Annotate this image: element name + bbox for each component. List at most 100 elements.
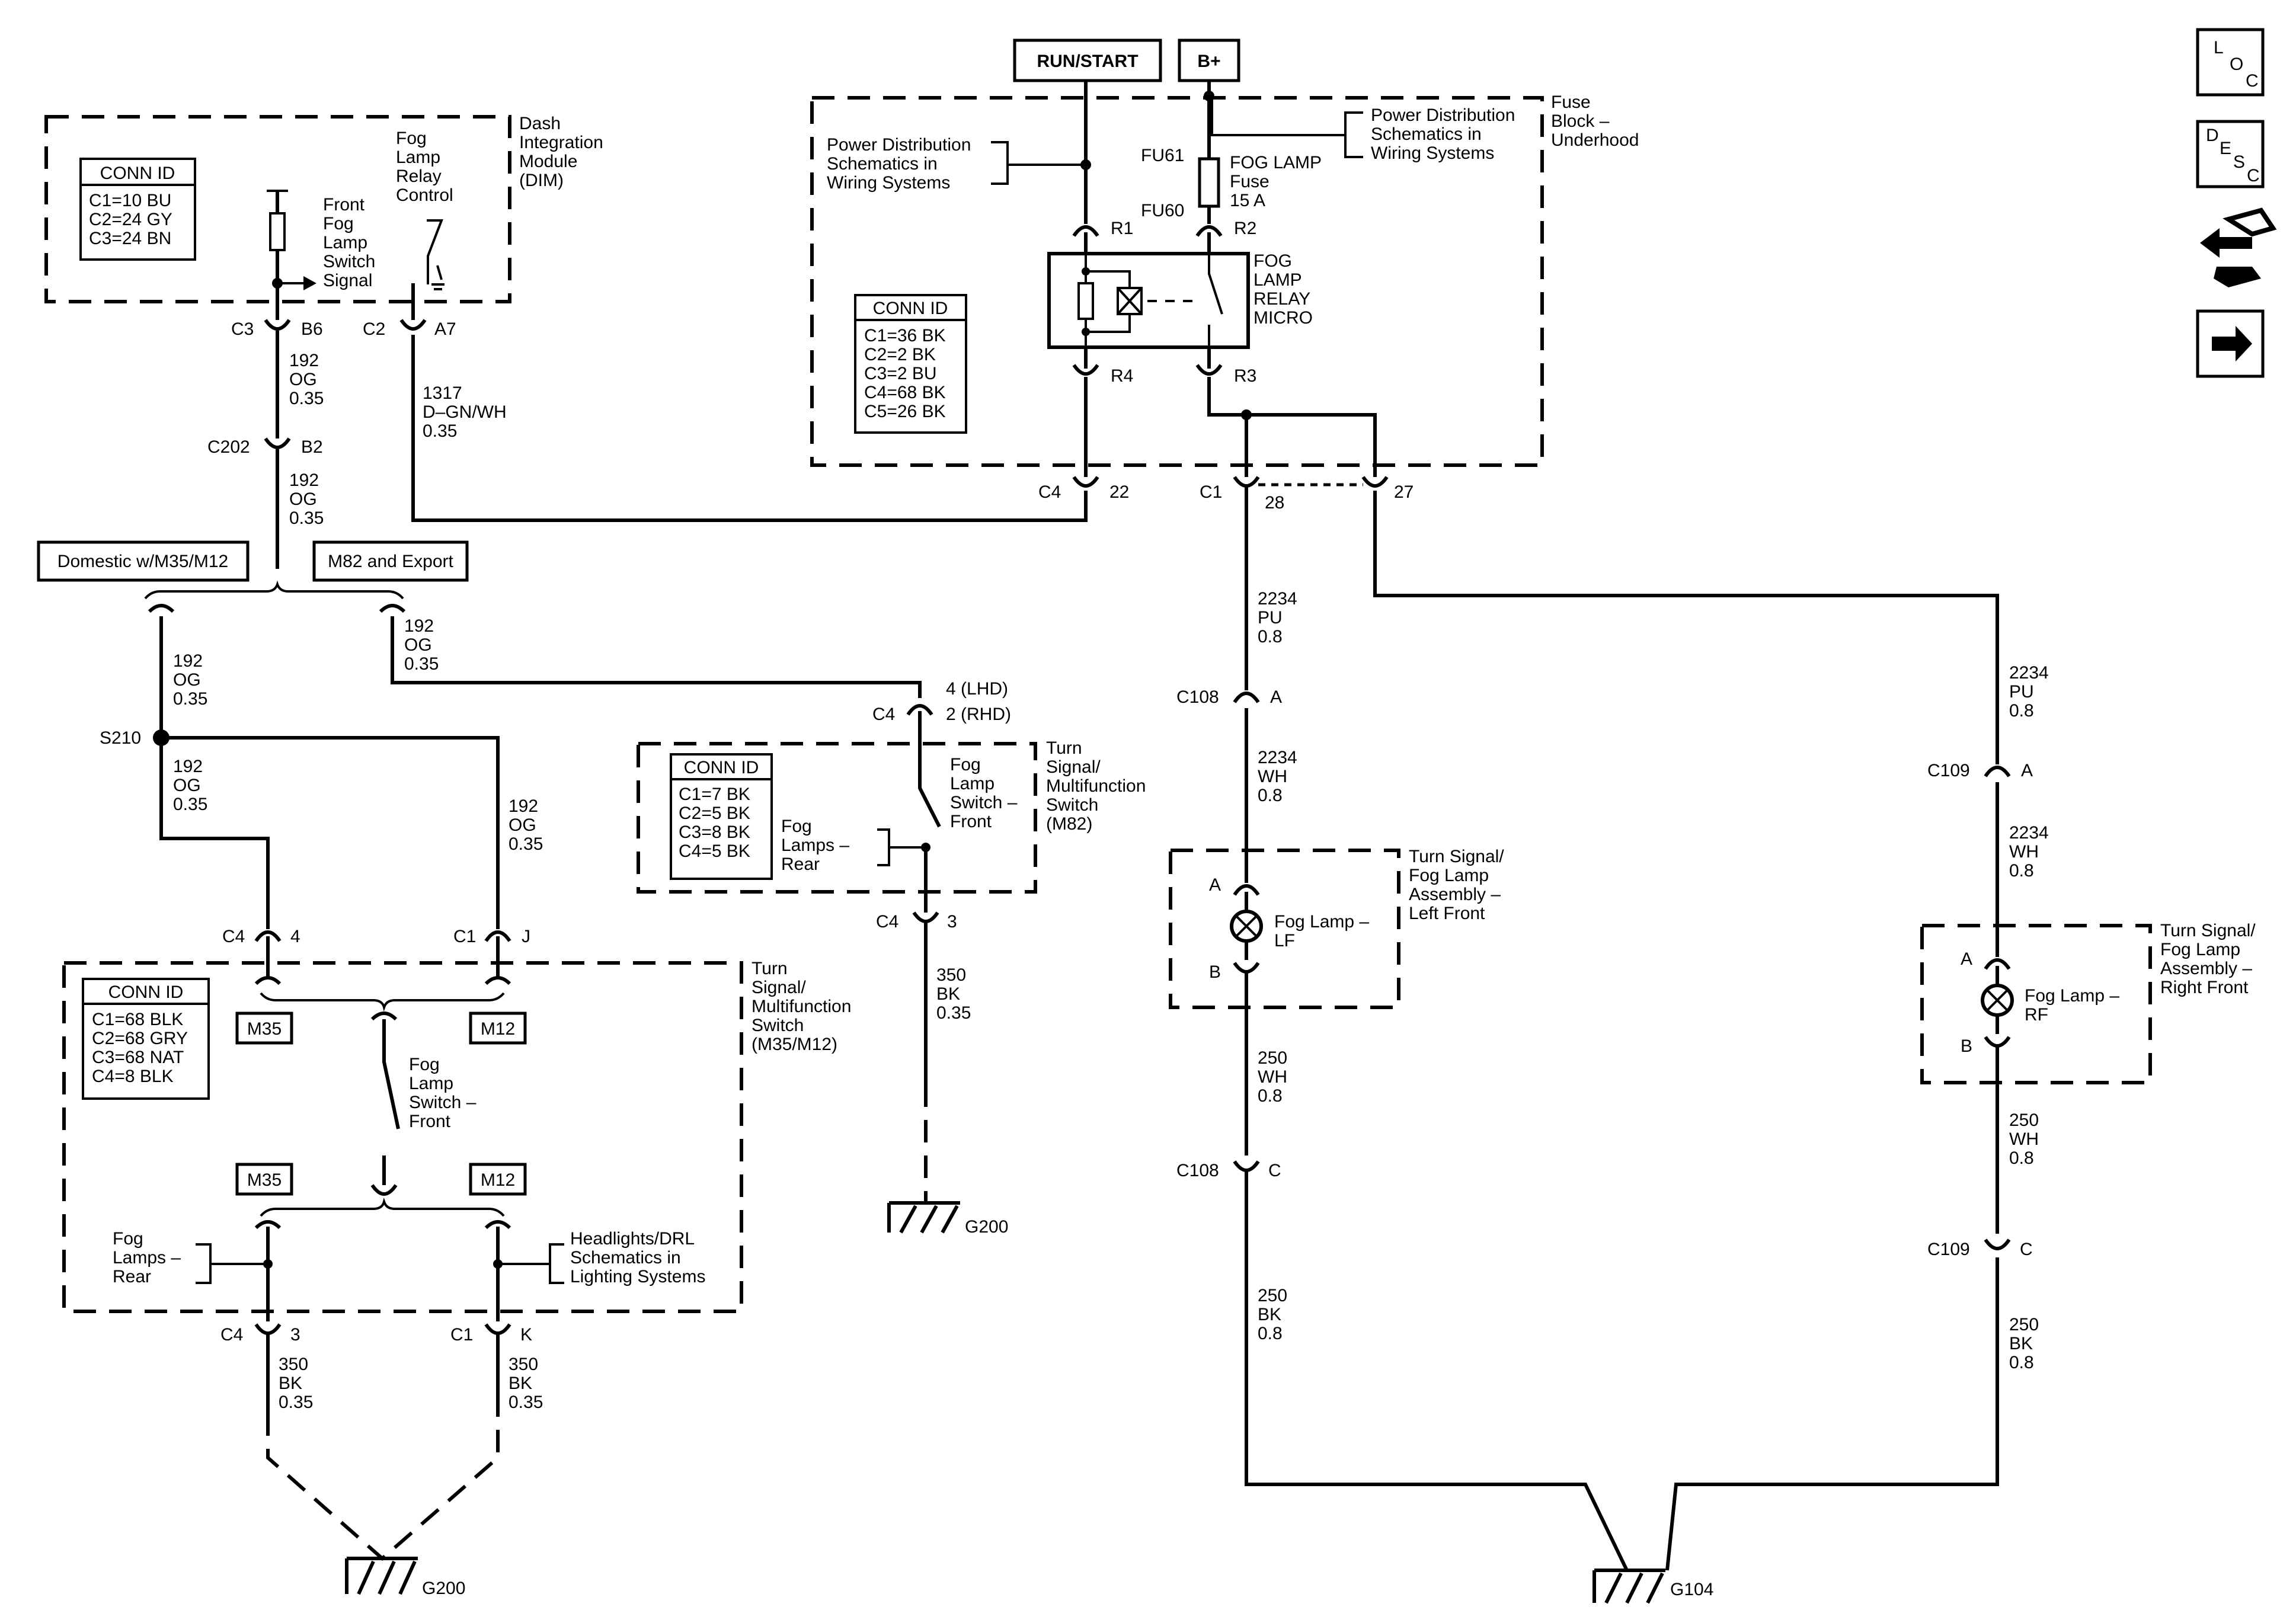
svg-text:Schematics in: Schematics in [1371, 124, 1482, 144]
svg-text:C: C [2246, 71, 2259, 91]
svg-text:BK: BK [936, 984, 960, 1004]
svg-text:4: 4 [290, 927, 300, 946]
b-plus-label: B+ [1197, 52, 1220, 71]
c1-28-connector [1233, 476, 1260, 488]
c4-4-connector [254, 930, 282, 942]
svg-text:Signal/: Signal/ [752, 978, 806, 997]
turn-signal-multifunction-switch-m82: Turn Signal/ Multifunction Switch (M82) … [637, 711, 1146, 913]
c109-a-connector [1984, 766, 2011, 777]
svg-text:BK: BK [2009, 1334, 2033, 1353]
svg-text:R1: R1 [1111, 219, 1133, 238]
svg-text:28: 28 [1265, 493, 1284, 513]
svg-text:192: 192 [289, 351, 319, 370]
fog-lamp-fuse [1198, 157, 1220, 208]
svg-text:G104: G104 [1670, 1580, 1713, 1599]
svg-text:Wiring Systems: Wiring Systems [827, 173, 950, 193]
svg-text:(M35/M12): (M35/M12) [752, 1035, 837, 1054]
desc-icon[interactable]: D E S C [2196, 120, 2265, 188]
svg-text:C109: C109 [1927, 1240, 1970, 1259]
svg-text:C5=26 BK: C5=26 BK [864, 402, 946, 421]
svg-text:C2=24 GY: C2=24 GY [89, 210, 172, 229]
svg-text:Power Distribution: Power Distribution [1371, 105, 1515, 125]
svg-text:M12: M12 [481, 1170, 515, 1190]
svg-text:Front: Front [323, 195, 365, 215]
svg-text:WH: WH [2009, 842, 2039, 862]
svg-text:D: D [2206, 126, 2219, 145]
r3-connector [1195, 364, 1223, 376]
svg-text:Fog: Fog [950, 755, 981, 774]
svg-text:C4=68 BK: C4=68 BK [864, 383, 946, 402]
svg-text:RF: RF [2025, 1005, 2048, 1025]
relay-output-wire [1207, 377, 1377, 477]
svg-text:0.35: 0.35 [509, 834, 543, 854]
svg-text:Fog Lamp –: Fog Lamp – [2025, 986, 2119, 1006]
svg-text:2234: 2234 [1258, 589, 1297, 609]
svg-text:C3=24 BN: C3=24 BN [89, 229, 171, 248]
svg-text:FU61: FU61 [1141, 146, 1184, 165]
svg-text:B: B [1961, 1036, 1972, 1056]
svg-text:Fuse: Fuse [1230, 172, 1269, 191]
ground-g200-bottom: G200 [345, 1557, 465, 1598]
diagnostic-icon[interactable] [2200, 207, 2277, 287]
svg-text:Fog: Fog [409, 1055, 440, 1074]
svg-text:RELAY: RELAY [1253, 289, 1310, 309]
svg-text:3: 3 [290, 1325, 300, 1345]
c2-a7-connector [399, 319, 427, 331]
svg-text:OG: OG [289, 489, 317, 509]
svg-text:FU60: FU60 [1141, 201, 1184, 220]
svg-text:27: 27 [1394, 482, 1414, 502]
turn-signal-multifunction-switch-m35-m12: Turn Signal/ Multifunction Switch (M35/M… [62, 936, 851, 1321]
svg-text:C: C [2020, 1240, 2033, 1259]
c1-k-connector [484, 1323, 511, 1335]
svg-text:M82 and Export: M82 and Export [328, 552, 453, 571]
svg-text:0.8: 0.8 [1258, 1324, 1283, 1343]
svg-text:Signal: Signal [323, 271, 372, 290]
svg-text:250: 250 [2009, 1110, 2039, 1130]
next-arrow-icon[interactable] [2196, 309, 2265, 378]
svg-text:Lamp: Lamp [409, 1074, 453, 1093]
svg-text:Multifunction: Multifunction [1046, 776, 1146, 796]
svg-text:C4: C4 [222, 927, 245, 946]
svg-text:C4: C4 [876, 912, 898, 932]
fog-lamp-relay-micro: FOG LAMP RELAY MICRO [1047, 251, 1313, 349]
svg-text:WH: WH [1258, 767, 1287, 786]
svg-text:0.35: 0.35 [404, 654, 439, 674]
svg-text:M35: M35 [247, 1019, 282, 1039]
svg-text:Block –: Block – [1551, 111, 1610, 131]
svg-text:E: E [2220, 139, 2231, 158]
power-distribution-ref-left[interactable]: Power Distribution Schematics in Wiring … [827, 135, 1086, 193]
svg-text:2234: 2234 [2009, 663, 2049, 683]
dash-integration-module: Dash Integration Module (DIM) CONN ID C1… [44, 114, 603, 320]
svg-text:PU: PU [1258, 608, 1283, 628]
c4-22-connector [1072, 476, 1099, 488]
loc-icon[interactable]: L O C [2196, 28, 2265, 97]
svg-text:0.8: 0.8 [2009, 861, 2034, 881]
option-export: M82 and Export [312, 540, 469, 582]
svg-text:OG: OG [509, 815, 536, 835]
c4-3b-connector [254, 1323, 282, 1335]
svg-text:BK: BK [509, 1374, 532, 1393]
svg-text:R4: R4 [1111, 366, 1133, 386]
svg-text:C108: C108 [1176, 687, 1219, 707]
option-m35-top: M35 [235, 1012, 293, 1045]
svg-text:LF: LF [1274, 931, 1295, 950]
power-distribution-ref-right[interactable]: Power Distribution Schematics in Wiring … [1211, 96, 1515, 163]
svg-text:Wiring Systems: Wiring Systems [1371, 143, 1494, 163]
svg-text:C2: C2 [363, 319, 385, 339]
svg-text:1317: 1317 [423, 383, 462, 403]
svg-text:C3=2 BU: C3=2 BU [864, 364, 937, 383]
svg-text:FOG LAMP: FOG LAMP [1230, 153, 1322, 172]
svg-text:3: 3 [947, 912, 957, 932]
svg-text:Switch: Switch [752, 1016, 804, 1035]
svg-text:C2=68 GRY: C2=68 GRY [92, 1029, 188, 1048]
svg-text:PU: PU [2009, 682, 2034, 702]
svg-text:Signal/: Signal/ [1046, 757, 1101, 777]
c202-b2-connector [264, 437, 291, 449]
svg-text:M35: M35 [247, 1170, 282, 1190]
svg-text:Fuse: Fuse [1551, 92, 1591, 112]
svg-text:Fog Lamp: Fog Lamp [1409, 866, 1489, 885]
svg-text:Turn Signal/: Turn Signal/ [1409, 847, 1504, 866]
svg-text:0.35: 0.35 [279, 1393, 313, 1412]
r4-connector [1072, 364, 1099, 376]
